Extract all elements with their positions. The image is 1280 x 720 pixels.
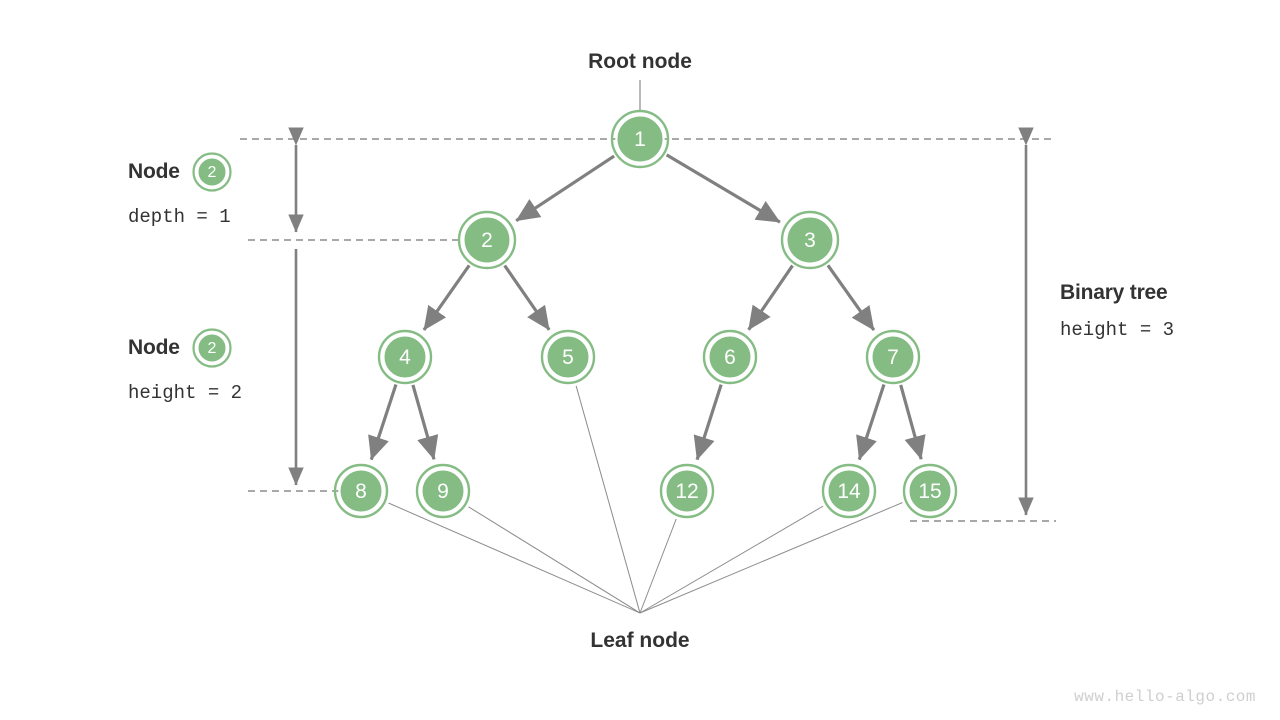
annotation-height-title: Node	[128, 336, 180, 359]
annotation-height-header: Node 2	[128, 328, 242, 368]
edge-n2-n4	[422, 264, 471, 331]
guide-lines	[240, 138, 1056, 522]
annotation-depth-header: Node 2	[128, 152, 232, 192]
tree-node-label: 4	[399, 346, 411, 369]
watermark: www.hello-algo.com	[1074, 688, 1256, 706]
edge-n7-n15	[899, 384, 926, 460]
node-badge-depth: 2	[192, 152, 232, 192]
tree-node-3[interactable]: 3	[780, 210, 840, 270]
edge-n4-n9	[411, 384, 439, 460]
tree-node-label: 12	[675, 480, 698, 503]
leaf-node-caption: Leaf node	[590, 629, 690, 652]
edge-n2-n5	[503, 264, 551, 331]
tree-node-2[interactable]: 2	[457, 210, 517, 270]
edge-n3-n7	[826, 264, 876, 332]
tree-node-label: 6	[724, 346, 736, 369]
tree-node-7[interactable]: 7	[865, 329, 921, 385]
node-badge-depth-value: 2	[207, 164, 216, 181]
measurement-arrows	[288, 127, 1034, 516]
tree-node-label: 8	[355, 480, 367, 503]
tree-node-15[interactable]: 15	[902, 463, 958, 519]
leaf-line-n5	[575, 385, 641, 614]
node-badge-height-value: 2	[207, 340, 216, 357]
annotation-height-code: height = 2	[128, 382, 243, 404]
leaf-line-n14	[639, 505, 824, 614]
edge-n3-n6	[747, 264, 794, 331]
tree-node-12[interactable]: 12	[659, 463, 715, 519]
tree-node-label: 7	[887, 346, 899, 369]
tree-node-label: 1	[634, 128, 646, 151]
edge-n4-n8	[368, 384, 398, 461]
annotation-tree-code: height = 3	[1060, 319, 1175, 341]
tree-node-label: 5	[562, 346, 574, 369]
tree-node-1[interactable]: 1	[610, 109, 670, 169]
edge-n7-n14	[856, 384, 886, 461]
node-badge-height: 2	[192, 328, 232, 368]
annotation-binary-tree: Binary tree height = 3	[1060, 281, 1174, 341]
annotation-node-depth: Node 2 depth = 1	[128, 152, 232, 228]
tree-node-6[interactable]: 6	[702, 329, 758, 385]
tree-node-4[interactable]: 4	[377, 329, 433, 385]
tree-node-label: 9	[437, 480, 449, 503]
tree-edges	[368, 153, 926, 461]
tree-node-8[interactable]: 8	[333, 463, 389, 519]
tree-node-label: 2	[481, 229, 493, 252]
tree-node-label: 14	[837, 480, 861, 503]
leaf-line-n9	[468, 506, 641, 614]
root-node-caption: Root node	[588, 50, 692, 73]
leaf-line-n15	[639, 502, 903, 614]
leaf-line-n8	[388, 502, 641, 614]
annotation-depth-code: depth = 1	[128, 206, 231, 228]
annotation-node-height: Node 2 height = 2	[128, 328, 242, 404]
tree-node-label: 15	[918, 480, 941, 503]
edge-n6-n12	[693, 384, 723, 461]
edge-n1-n3	[665, 153, 781, 224]
tree-node-label: 3	[804, 229, 816, 252]
tree-node-9[interactable]: 9	[415, 463, 471, 519]
leaf-line-n12	[639, 518, 677, 614]
leaf-connector-lines	[388, 385, 903, 614]
edge-n1-n2	[515, 154, 616, 223]
tree-node-5[interactable]: 5	[540, 329, 596, 385]
annotation-tree-title: Binary tree	[1060, 281, 1168, 304]
tree-node-14[interactable]: 14	[821, 463, 877, 519]
annotation-depth-title: Node	[128, 160, 180, 183]
